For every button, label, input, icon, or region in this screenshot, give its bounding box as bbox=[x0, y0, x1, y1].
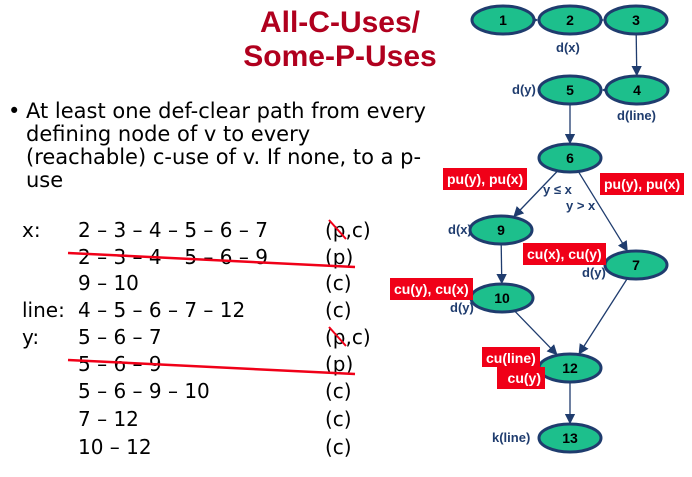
node-label: 6 bbox=[566, 150, 574, 166]
row-kind: (c) bbox=[325, 271, 352, 295]
node-label: 9 bbox=[497, 222, 505, 238]
node-7: 7 bbox=[603, 249, 669, 281]
node-ellipse bbox=[603, 249, 669, 281]
node-9: 9 bbox=[468, 214, 534, 246]
row-kind: (c) bbox=[325, 298, 352, 322]
node-label: 5 bbox=[566, 82, 574, 98]
node-ellipse bbox=[537, 142, 603, 174]
slide-title: All-C-Uses/ Some-P-Uses bbox=[210, 6, 470, 74]
node-2: 2 bbox=[537, 4, 603, 36]
cu-y-label-node-12: cu(y) bbox=[497, 367, 545, 389]
node-1: 1 bbox=[470, 4, 536, 36]
condition-y-gt-x: y > x bbox=[566, 198, 596, 213]
node-label: 4 bbox=[633, 82, 641, 98]
def-y-node-7: d(y) bbox=[582, 265, 606, 280]
cu-line-label-node-12: cu(line) bbox=[482, 347, 540, 367]
strikethrough-line bbox=[67, 251, 356, 269]
row-path: 10 – 12 bbox=[78, 435, 152, 459]
node-ellipse bbox=[537, 422, 603, 454]
row-path: 5 – 6 – 7 bbox=[78, 325, 162, 349]
node-label: 1 bbox=[499, 12, 507, 28]
edge-3-4 bbox=[631, 34, 642, 77]
row-path: 5 – 6 – 9 – 10 bbox=[78, 379, 210, 403]
edge-10-12 bbox=[514, 311, 558, 356]
node-label: 2 bbox=[566, 12, 574, 28]
row-path: 9 – 10 bbox=[78, 271, 139, 295]
row-kind: (p,c) bbox=[325, 325, 371, 349]
node-3: 3 bbox=[603, 4, 669, 36]
row-path: 7 – 12 bbox=[78, 407, 139, 431]
edge-6-9 bbox=[513, 171, 558, 218]
node-label: 12 bbox=[562, 360, 578, 376]
node-ellipse bbox=[470, 4, 536, 36]
pu-label-right: pu(y), pu(x) bbox=[600, 173, 685, 195]
edge-6-7 bbox=[578, 172, 628, 252]
row-kind: (c) bbox=[325, 379, 352, 403]
bullet-text: At least one def-clear path from every d… bbox=[26, 99, 426, 192]
row-path: 2 – 3 – 4 – 5 – 6 – 7 bbox=[78, 218, 268, 242]
p-cross-mark bbox=[328, 326, 347, 347]
row-kind: (c) bbox=[325, 435, 352, 459]
node-ellipse bbox=[603, 4, 669, 36]
node-ellipse bbox=[468, 214, 534, 246]
node-label: 10 bbox=[494, 290, 510, 306]
condition-y-le-x: y ≤ x bbox=[543, 182, 572, 197]
pu-label-left: pu(y), pu(x) bbox=[443, 168, 528, 190]
def-line-node-4: d(line) bbox=[617, 108, 656, 123]
strikethrough-line bbox=[67, 358, 356, 376]
node-12: 12 bbox=[537, 352, 603, 384]
row-kind: (p,c) bbox=[325, 218, 371, 242]
row-kind: (c) bbox=[325, 407, 352, 431]
node-ellipse bbox=[537, 74, 603, 106]
bullet-icon: • bbox=[8, 99, 21, 123]
def-x-node-2: d(x) bbox=[556, 40, 580, 55]
row-var: y: bbox=[22, 325, 40, 349]
node-label: 3 bbox=[632, 12, 640, 28]
cu-label-node-7: cu(x), cu(y) bbox=[523, 243, 606, 265]
title-line-2: Some-P-Uses bbox=[243, 40, 437, 73]
title-line-1: All-C-Uses/ bbox=[259, 6, 421, 39]
edge-9-10 bbox=[496, 244, 507, 285]
node-label: 13 bbox=[562, 430, 578, 446]
row-var: line: bbox=[22, 298, 65, 322]
node-13: 13 bbox=[537, 422, 603, 454]
node-label: 7 bbox=[632, 257, 640, 273]
def-y-node-10: d(y) bbox=[450, 300, 474, 315]
node-ellipse bbox=[537, 4, 603, 36]
def-x-node-9: d(x) bbox=[448, 222, 472, 237]
node-4: 4 bbox=[604, 74, 670, 106]
row-path: 4 – 5 – 6 – 7 – 12 bbox=[78, 298, 246, 322]
kill-line-node-13: k(line) bbox=[492, 430, 531, 445]
node-5: 5 bbox=[537, 74, 603, 106]
node-6: 6 bbox=[537, 142, 603, 174]
def-y-node-5: d(y) bbox=[512, 82, 536, 97]
p-cross-mark bbox=[328, 219, 347, 240]
row-var: x: bbox=[22, 218, 41, 242]
node-10: 10 bbox=[469, 282, 535, 314]
node-ellipse bbox=[604, 74, 670, 106]
edge-7-12 bbox=[578, 279, 628, 355]
cu-label-node-10: cu(y), cu(x) bbox=[390, 278, 473, 300]
